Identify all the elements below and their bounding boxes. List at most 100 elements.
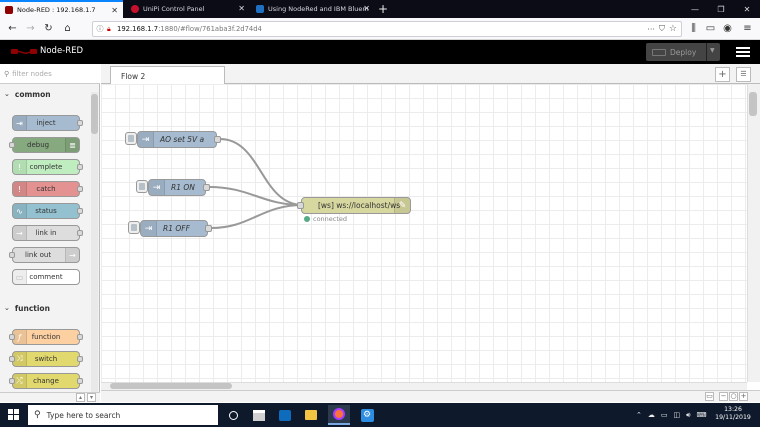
palette-node-status[interactable]: ∿ status	[12, 203, 83, 219]
close-tab-icon[interactable]: ✕	[111, 6, 118, 15]
collapse-all-icon[interactable]: ▴	[76, 393, 85, 402]
home-icon[interactable]: ⌂	[64, 23, 71, 34]
zoom-out-icon[interactable]: −	[719, 392, 728, 401]
output-port[interactable]	[203, 184, 210, 191]
output-port[interactable]	[77, 208, 83, 214]
list-flows-icon[interactable]: ☰	[736, 67, 751, 82]
new-tab-icon[interactable]: +	[378, 2, 389, 16]
flow-node-r1-off[interactable]: ⇥ R1 OFF	[140, 220, 212, 237]
output-port[interactable]	[214, 136, 221, 143]
palette-scroll-thumb[interactable]	[91, 94, 98, 134]
flow-node-websocket-out[interactable]: [ws] ws://localhost/ws ✎	[297, 197, 411, 214]
onedrive-cloud-icon[interactable]: ☁	[647, 411, 655, 419]
palette-node-comment[interactable]: ▭ comment	[12, 269, 80, 285]
firefox-icon[interactable]	[328, 405, 350, 425]
palette-node-complete[interactable]: ! complete	[12, 159, 83, 175]
category-header-function[interactable]: ⌄ function	[0, 300, 90, 316]
account-icon[interactable]: ◉	[723, 23, 732, 34]
volume-icon[interactable]: 🔊︎	[686, 410, 691, 419]
debug-list-icon: ≣	[65, 138, 79, 152]
input-port[interactable]	[9, 378, 15, 384]
flow-node-r1-on[interactable]: ⇥ R1 ON	[148, 179, 210, 196]
palette-node-debug[interactable]: debug ≣	[9, 137, 80, 153]
menu-icon[interactable]: ≡	[743, 23, 752, 34]
main-menu-icon[interactable]	[736, 45, 750, 59]
canvas-vertical-scrollbar[interactable]	[747, 84, 760, 382]
browser-tab-unipi[interactable]: UniPi Control Panel ✕	[126, 0, 250, 18]
output-port[interactable]	[77, 230, 83, 236]
info-icon[interactable]: ⓘ	[96, 25, 104, 33]
input-port[interactable]	[9, 356, 15, 362]
input-port[interactable]	[297, 202, 304, 209]
output-port[interactable]	[77, 120, 83, 126]
deploy-button[interactable]: Deploy ▼	[646, 43, 720, 61]
browser-tab-ibm[interactable]: Using NodeRed and IBM Bluem ✕	[251, 0, 375, 18]
calendar-app-icon[interactable]	[248, 405, 270, 425]
palette-filter-input[interactable]: ⚲ filter nodes	[0, 64, 100, 84]
inject-trigger-button[interactable]	[136, 180, 148, 193]
battery-icon[interactable]: ▭	[660, 411, 668, 419]
settings-gear-icon[interactable]: ⚙	[356, 405, 378, 425]
palette-node-link-out[interactable]: link out →	[9, 247, 80, 263]
outlook-icon[interactable]	[274, 405, 296, 425]
input-port[interactable]	[9, 334, 15, 340]
palette-node-inject[interactable]: ⇥ inject	[12, 115, 83, 131]
insecure-lock-icon[interactable]: 🔒︎	[107, 24, 111, 33]
output-port[interactable]	[77, 186, 83, 192]
task-view-icon[interactable]	[222, 405, 244, 425]
canvas-horizontal-scroll-thumb[interactable]	[110, 383, 232, 389]
category-header-common[interactable]: ⌄ common	[0, 86, 90, 102]
output-port[interactable]	[77, 356, 83, 362]
network-icon[interactable]: ◫	[673, 411, 681, 419]
palette-node-catch[interactable]: ! catch	[12, 181, 83, 197]
reload-icon[interactable]: ↻	[44, 23, 53, 34]
output-port[interactable]	[77, 334, 83, 340]
palette-node-function[interactable]: ƒ function	[9, 329, 83, 345]
zoom-reset-icon[interactable]: ○	[729, 392, 738, 401]
expand-all-icon[interactable]: ▾	[87, 393, 96, 402]
sidebar-toggle-icon[interactable]: ▭	[705, 23, 716, 34]
windows-taskbar: ⚲ Type here to search ⚙ ⌃ ☁ ▭ ◫ 🔊︎ ⌨ 13:…	[0, 403, 760, 427]
input-port[interactable]	[9, 142, 15, 148]
library-icon[interactable]: ⫼	[691, 23, 696, 34]
palette-node-link-in[interactable]: → link in	[12, 225, 83, 241]
flow-canvas[interactable]: ⇥ AO set 5V a ⇥ R1 ON ⇥ R1 OFF [ws] ws:/…	[101, 84, 747, 382]
maximize-window-icon[interactable]: ❐	[717, 4, 725, 14]
flow-node-ao-set[interactable]: ⇥ AO set 5V a	[137, 131, 221, 148]
zoom-in-icon[interactable]: +	[739, 392, 748, 401]
back-icon[interactable]: ←	[8, 23, 17, 34]
palette-node-change[interactable]: ⤮ change	[9, 373, 83, 389]
tab-flow-2[interactable]: Flow 2	[110, 66, 225, 85]
minimize-window-icon[interactable]: —	[691, 4, 699, 14]
forward-icon[interactable]: →	[26, 23, 35, 34]
tab-title: UniPi Control Panel	[143, 5, 205, 13]
close-tab-icon[interactable]: ✕	[363, 4, 370, 13]
navigator-icon[interactable]: ▭	[705, 392, 714, 401]
windows-start-icon[interactable]	[8, 409, 20, 421]
close-window-icon[interactable]: ✕	[743, 4, 751, 14]
canvas-horizontal-scrollbar[interactable]	[101, 382, 747, 390]
browser-tab-node-red[interactable]: Node-RED : 192.168.1.7 ✕	[0, 0, 123, 18]
output-port[interactable]	[205, 225, 212, 232]
input-port[interactable]	[9, 252, 15, 258]
pocket-icon[interactable]: ⛉	[658, 24, 665, 33]
palette-scrollbar[interactable]	[91, 92, 98, 392]
taskbar-clock[interactable]: 13:26 19/11/2019	[714, 406, 752, 422]
output-port[interactable]	[77, 378, 83, 384]
palette-node-switch[interactable]: ⤨ switch	[9, 351, 83, 367]
inject-trigger-button[interactable]	[125, 132, 137, 145]
add-flow-icon[interactable]: +	[715, 67, 730, 82]
file-explorer-icon[interactable]	[300, 405, 322, 425]
deploy-menu-caret-icon[interactable]: ▼	[710, 47, 715, 54]
bookmark-star-icon[interactable]: ☆	[668, 24, 677, 34]
inject-trigger-button[interactable]	[128, 221, 140, 234]
tray-chevron-up-icon[interactable]: ⌃	[636, 411, 642, 419]
wires-layer	[208, 138, 304, 229]
close-tab-icon[interactable]: ✕	[238, 4, 245, 13]
page-actions-icon[interactable]: ···	[647, 24, 655, 34]
input-language-icon[interactable]: ⌨	[696, 411, 707, 419]
output-port[interactable]	[77, 164, 83, 170]
taskbar-search-box[interactable]: ⚲ Type here to search	[28, 405, 218, 425]
url-bar[interactable]: ⓘ 🔒︎ 192.168.1.7 :1880/#flow/761aba3f.2d…	[92, 21, 682, 37]
canvas-vertical-scroll-thumb[interactable]	[749, 92, 757, 116]
